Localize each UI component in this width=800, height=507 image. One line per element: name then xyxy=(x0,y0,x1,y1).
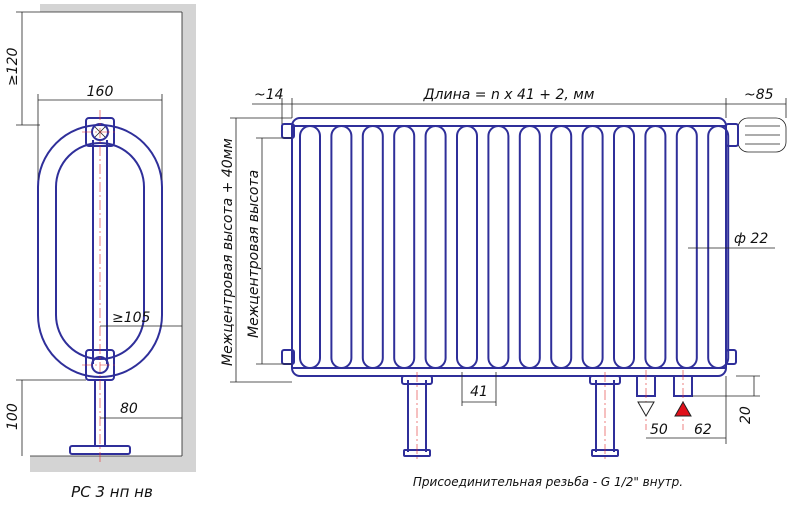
dim-clearance-label: ≥120 xyxy=(5,47,21,86)
front-view: ~14 Длина = n x 41 + 2, мм ~85 ф 22 Межц… xyxy=(220,87,787,489)
dim-height-label: Межцентровая высота xyxy=(246,170,262,338)
dim-height-plus-label: Межцентровая высота + 40мм xyxy=(220,138,236,366)
thread-note: Присоединительная резьба - G 1/2" внутр. xyxy=(413,475,683,489)
radiator-section-tube xyxy=(424,125,447,369)
radiator-section-tube xyxy=(644,125,667,369)
radiator-section-tube xyxy=(550,125,573,369)
dim-leg-height-label: 100 xyxy=(5,403,21,430)
radiator-section-tube xyxy=(581,125,604,369)
dim-outlet-label: 62 xyxy=(694,422,712,438)
radiator-section-tube xyxy=(487,125,510,369)
dim-wall-gap-label: ≥105 xyxy=(112,310,151,326)
floor xyxy=(30,456,196,472)
model-caption: РС 3 нп нв xyxy=(71,483,153,501)
radiator-section-tube xyxy=(707,125,730,369)
return-flow-marker-icon xyxy=(637,401,655,418)
dim-length-label: Длина = n x 41 + 2, мм xyxy=(423,87,595,103)
air-valve xyxy=(725,117,787,153)
right-bottom-plug xyxy=(725,349,737,365)
radiator-section-tube xyxy=(393,125,416,369)
dim-leg-offset-label: 80 xyxy=(120,401,138,417)
radiator-section-tube xyxy=(613,125,635,369)
front-leg-left xyxy=(401,372,433,462)
radiator-section-tube xyxy=(361,125,384,369)
dim-right-offset-label: ~85 xyxy=(744,87,774,103)
dim-pitch-label: 41 xyxy=(470,384,488,400)
wall-right xyxy=(182,4,196,472)
wall-top xyxy=(40,4,196,12)
air-valve-nut xyxy=(725,123,739,147)
radiator-section-tube xyxy=(518,125,541,369)
radiator-section-tube xyxy=(675,125,698,369)
dim-diameter-label: ф 22 xyxy=(734,231,768,247)
radiator-section-tube xyxy=(456,125,478,369)
supply-flow-marker-icon xyxy=(674,400,692,417)
front-leg-right xyxy=(589,372,621,462)
front-body-outline xyxy=(291,117,727,377)
dim-width-label: 160 xyxy=(87,84,114,100)
dim-left-offset-label: ~14 xyxy=(254,87,284,103)
radiator-section-tube xyxy=(299,125,321,369)
side-view: ≥120 160 ≥105 80 100 РС 3 нп нв xyxy=(5,4,196,501)
dim-inlet-label: 50 xyxy=(650,422,668,438)
radiator-sections xyxy=(299,125,730,369)
radiator-section-tube xyxy=(330,125,353,369)
dim-pipe-height-label: 20 xyxy=(738,406,754,424)
